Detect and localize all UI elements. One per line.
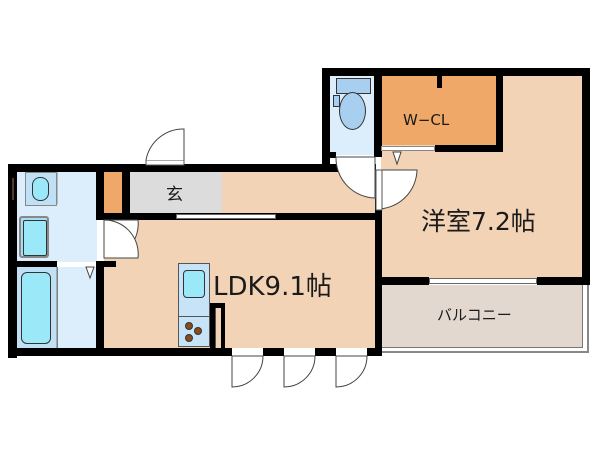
entrance-label: 玄 xyxy=(166,185,183,205)
closet-door[interactable] xyxy=(381,146,435,151)
kitchen-sink-icon xyxy=(183,270,205,298)
wall xyxy=(96,265,104,356)
wall xyxy=(96,261,116,267)
wall xyxy=(435,145,503,152)
wall xyxy=(8,164,376,172)
wall xyxy=(330,152,336,158)
wall xyxy=(367,348,382,356)
stove-divider xyxy=(178,316,210,317)
wall xyxy=(496,68,503,152)
washing-machine-inner-icon xyxy=(23,220,47,256)
wall xyxy=(374,68,382,157)
wall xyxy=(582,68,590,285)
toilet-handle-icon xyxy=(333,95,340,107)
sliding-door[interactable] xyxy=(176,214,276,219)
wall xyxy=(322,68,330,172)
wall xyxy=(96,164,104,220)
bathtub-basin-icon xyxy=(21,272,51,344)
toilet-bowl-icon xyxy=(339,92,366,130)
ldk-label: LDK9.1帖 xyxy=(213,272,332,302)
entrance xyxy=(130,172,222,214)
wall xyxy=(382,277,429,285)
balcony-outer-border xyxy=(382,285,589,353)
wall xyxy=(375,198,382,356)
western-room-label: 洋室7.2帖 xyxy=(421,207,536,236)
balcony-label: バルコニー xyxy=(437,306,512,324)
stove-burner-icon xyxy=(185,334,193,342)
wall xyxy=(315,348,336,356)
wall xyxy=(537,277,590,285)
wall xyxy=(122,172,130,214)
wall xyxy=(322,68,590,76)
wall xyxy=(17,261,57,267)
ldk xyxy=(104,220,376,348)
wall xyxy=(8,164,17,358)
sliding-window[interactable] xyxy=(429,278,537,284)
balcony xyxy=(382,285,583,348)
stove-burner-icon xyxy=(194,327,202,335)
shoe-closet xyxy=(104,172,122,214)
walk-in-closet-label: W−CL xyxy=(403,111,450,129)
stove-burner-icon xyxy=(185,322,193,330)
wall xyxy=(263,348,284,356)
wall xyxy=(437,76,442,88)
refrigerator-space-inner xyxy=(215,308,221,348)
wall xyxy=(8,348,232,356)
washbasin-bowl-icon xyxy=(32,177,49,201)
washroom-door-opening[interactable] xyxy=(57,262,96,266)
